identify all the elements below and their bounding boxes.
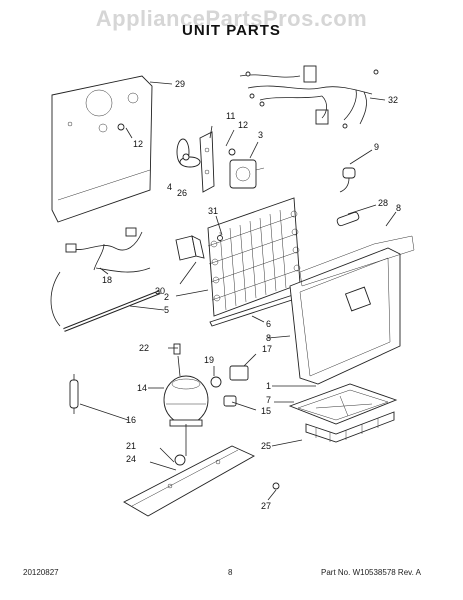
callout-15: 15 [261,406,271,416]
part-wire-harness-left [65,227,143,271]
part-base-plate [123,445,255,517]
callout-18: 18 [102,275,112,285]
part-evaporator-frame [299,235,415,287]
callout-25: 25 [261,441,271,451]
callout-19: 19 [204,355,214,365]
callout-1: 1 [266,381,271,391]
page-title: UNIT PARTS [182,22,281,39]
callout-32: 32 [388,95,398,105]
callout-3: 3 [258,130,263,140]
callout-16: 16 [126,415,136,425]
part-grommet-22 [173,343,181,355]
callout-22: 22 [139,343,149,353]
part-screw-12-upper [117,123,125,131]
part-screw-31 [217,235,223,241]
callout-24: 24 [126,454,136,464]
callout-8-lower: 8 [266,333,271,343]
part-screw-27 [272,482,280,490]
callout-28: 28 [378,198,388,208]
footer-page-number: 8 [228,568,233,577]
callout-6: 6 [266,319,271,329]
callout-4: 4 [167,182,172,192]
callout-17: 17 [262,344,272,354]
part-grommet-21 [174,454,186,466]
part-heater-tube [50,267,161,332]
callout-31: 31 [208,206,218,216]
part-fan-blade [176,138,201,168]
callout-8-upper: 8 [396,203,401,213]
part-condenser [207,197,301,317]
callout-12-left: 12 [133,139,143,149]
callout-9: 9 [374,142,379,152]
callout-2: 2 [164,292,169,302]
callout-14: 14 [137,383,147,393]
callout-11: 11 [226,111,235,121]
part-sensor [339,167,356,193]
watermark: AppliancePartsPros.com [95,6,368,31]
callout-29: 29 [175,79,185,89]
callout-27: 27 [261,501,271,511]
callout-7: 7 [266,395,271,405]
part-capacitor [336,211,360,227]
footer-date-code: 20120827 [23,568,59,577]
callout-12-right: 12 [238,120,248,130]
footer-part-number: Part No. W10538578 Rev. A [321,568,421,577]
part-rear-panel [51,75,153,223]
part-drain-pan [288,383,398,443]
part-start-relay [223,365,249,407]
part-filter-drier [69,374,79,414]
part-compressor [163,375,209,427]
leader-lines [79,81,397,501]
callout-5: 5 [164,305,169,315]
part-fan-motor [228,148,265,189]
part-overload [210,376,222,388]
callout-30: 30 [155,286,165,296]
callout-26: 26 [177,188,187,198]
part-fan-motor-bracket [199,131,215,193]
part-wiring-harness [239,65,379,129]
callout-labels: 29 11 12 3 12 4 26 32 9 28 8 31 18 30 2 … [102,79,401,511]
part-relay-box [175,235,205,261]
callout-21: 21 [126,441,136,451]
part-evaporator-panel [289,247,401,385]
